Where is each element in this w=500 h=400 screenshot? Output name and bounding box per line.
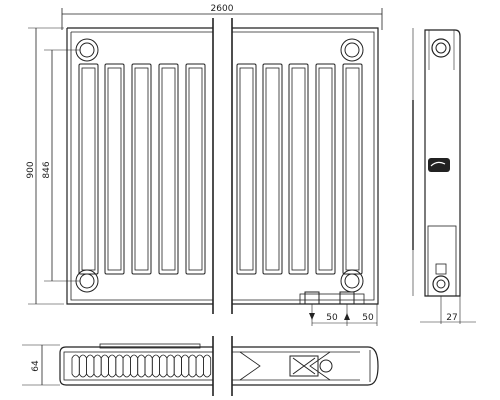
corrugation-wave [122, 354, 131, 378]
fin-inner [81, 67, 96, 271]
fin [131, 63, 152, 275]
corrugation-wave [100, 354, 109, 378]
fin-inner [107, 67, 122, 271]
fin-inner [291, 67, 306, 271]
fin-inner [188, 67, 203, 271]
offset-right-label: 50 [362, 313, 374, 323]
corrugation-wave [71, 354, 80, 378]
flow-arrow-icon [309, 313, 315, 320]
centers-label: 846 [42, 161, 52, 178]
corrugation-wave [188, 354, 197, 378]
corrugation [71, 354, 212, 378]
radiator-body [66, 18, 379, 314]
offset-left-label: 50 [326, 313, 338, 323]
fins-left [78, 63, 206, 275]
fin [78, 63, 99, 275]
corrugation-wave [159, 354, 168, 378]
fin-inner [239, 67, 254, 271]
corrugation-wave [173, 354, 182, 378]
fin-inner [134, 67, 149, 271]
fin [185, 63, 206, 275]
width-dimension: 2600 [61, 4, 383, 30]
corrugation-wave [137, 354, 146, 378]
bottom-connectors: 50 50 [304, 291, 378, 326]
corrugation-wave [166, 354, 175, 378]
brand-logo-icon [428, 158, 450, 172]
fin-inner [318, 67, 333, 271]
corrugation-wave [93, 354, 102, 378]
depth-label: 64 [31, 360, 41, 372]
fin-inner [161, 67, 176, 271]
fin [262, 63, 283, 275]
valve-body [289, 355, 333, 377]
corrugation-wave [151, 354, 160, 378]
flow-arrow-icon [344, 313, 350, 320]
fin [315, 63, 336, 275]
fin-inner [265, 67, 280, 271]
height-dimension: 900 [26, 27, 64, 305]
corrugation-wave [144, 354, 153, 378]
fin-inner [345, 67, 360, 271]
top-view: 64 [22, 336, 379, 396]
corrugation-wave [86, 354, 95, 378]
centers-dimension: 846 [42, 49, 80, 282]
fin [342, 63, 363, 275]
corrugation-wave [181, 354, 190, 378]
fins-right [236, 63, 363, 275]
corner-fittings [75, 38, 364, 293]
height-label: 900 [26, 161, 36, 178]
side-offset-label: 27 [446, 313, 457, 323]
corrugation-wave [130, 354, 139, 378]
fin [288, 63, 309, 275]
fin [104, 63, 125, 275]
front-view: 2600 [26, 4, 383, 326]
corrugation-wave [78, 354, 87, 378]
side-view: 27 [412, 28, 476, 324]
corrugation-wave [195, 354, 204, 378]
corrugation-wave [108, 354, 117, 378]
fin [236, 63, 257, 275]
width-label: 2600 [211, 4, 234, 14]
corrugation-wave [203, 354, 212, 378]
fin [158, 63, 179, 275]
pipe-connector-icon [432, 275, 450, 293]
corrugation-wave [115, 354, 124, 378]
